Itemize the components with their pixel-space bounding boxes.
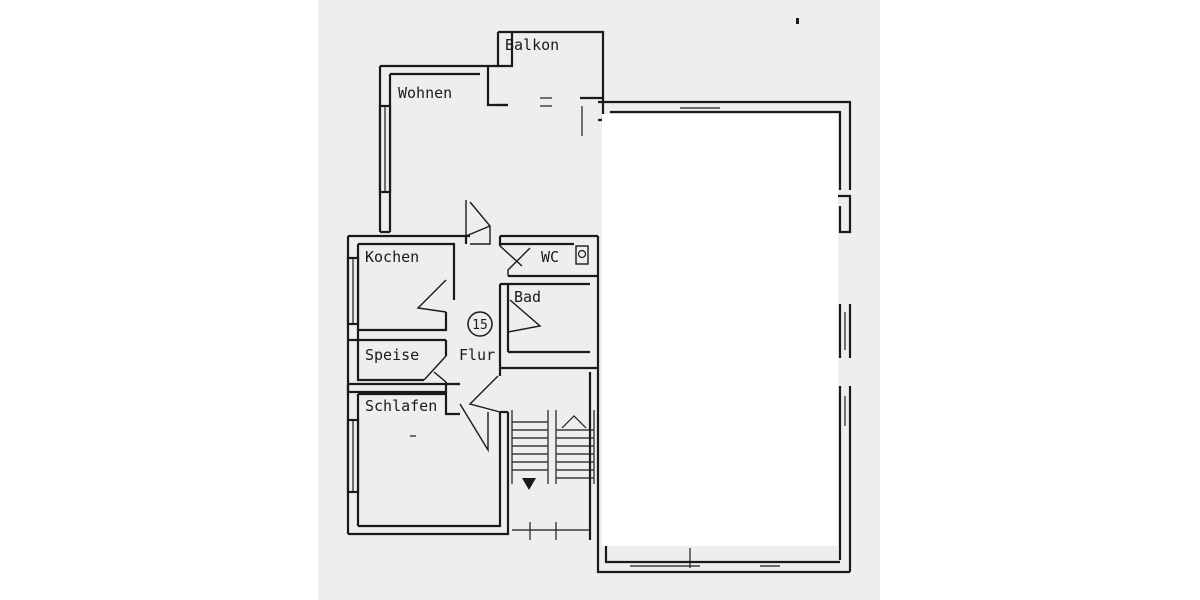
bedroom-walls: [346, 382, 510, 536]
unit-number-marker: 15: [467, 311, 493, 337]
kitchen-walls: [346, 234, 470, 352]
room-label-wc: WC: [541, 248, 559, 266]
room-label-bad: Bad: [514, 288, 541, 306]
wc-bath-walls: [498, 234, 600, 376]
stairwell: [500, 372, 600, 545]
room-label-speise: Speise: [365, 346, 419, 364]
room-label-flur: Flur: [459, 346, 495, 364]
room-label-kochen: Kochen: [365, 248, 419, 266]
living-room-walls: [378, 64, 605, 234]
adjacent-unit-walls: [596, 100, 852, 574]
redacted-area: [602, 114, 838, 546]
room-label-schlafen: Schlafen: [365, 397, 437, 415]
balcony-walls: [486, 30, 605, 107]
room-label-wohnen: Wohnen: [398, 84, 452, 102]
scan-speck: [796, 18, 799, 24]
room-label-balkon: Balkon: [505, 36, 559, 54]
pantry-walls: [346, 340, 448, 394]
unit-number: 15: [472, 318, 488, 333]
door-swings: [416, 200, 542, 453]
